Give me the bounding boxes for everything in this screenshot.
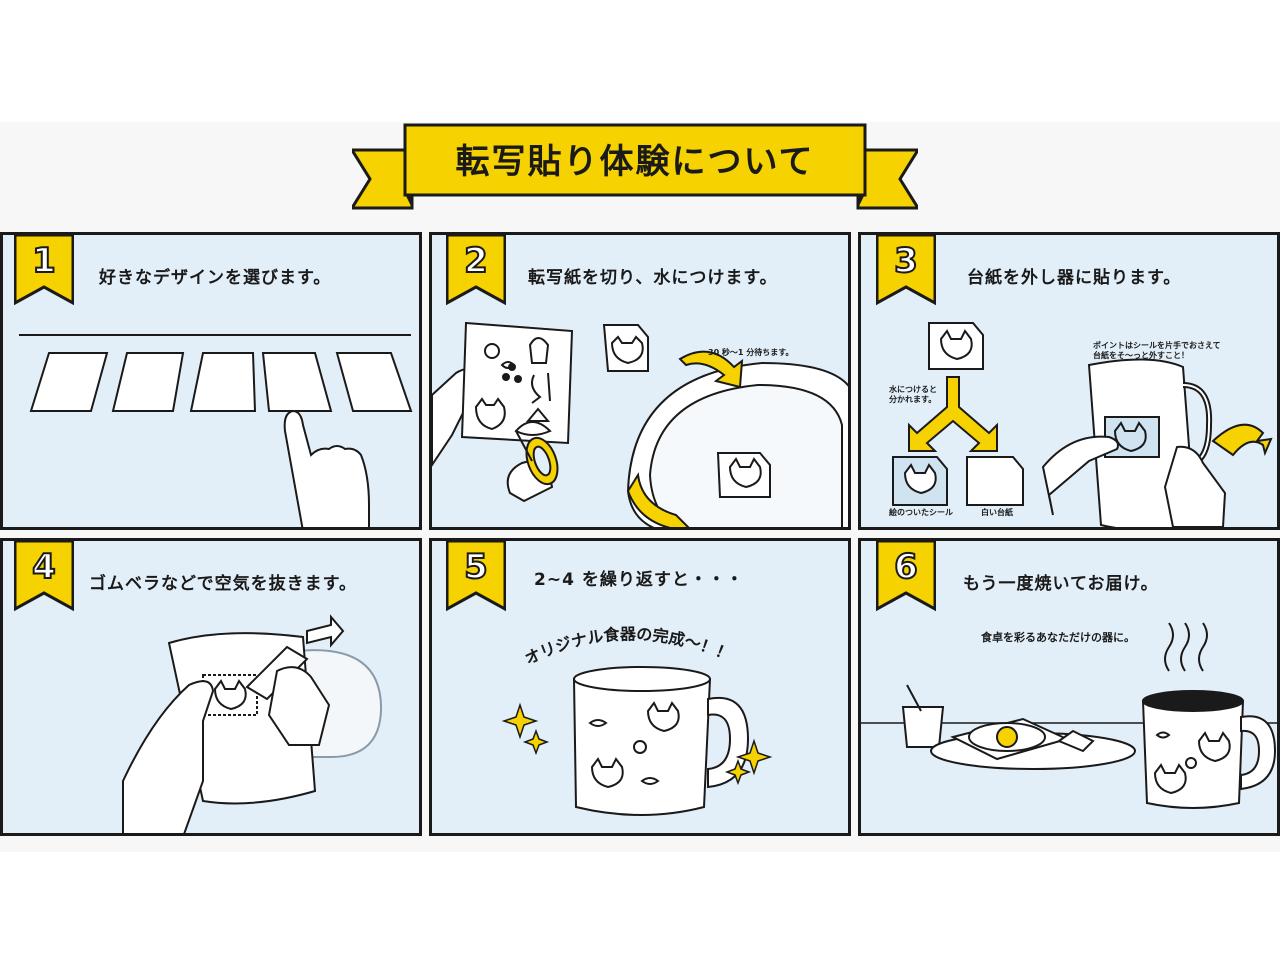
page-title: 転写貼り体験について [455, 142, 815, 182]
step-4-number: 4 [31, 546, 57, 588]
step-4-badge: 4 [14, 541, 74, 613]
split-note: 水につけると 分かれます。 [889, 385, 937, 404]
soak-time-note: 30 秒〜1 分待ちます。 [708, 348, 794, 357]
step-6-number: 6 [893, 546, 919, 588]
step-6-badge: 6 [876, 541, 936, 613]
step-3-panel: 台紙を外し器に貼ります。 水につけると 分かれます。 絵のついたシール 白い台紙… [858, 232, 1280, 530]
step-1-number: 1 [31, 240, 57, 282]
finished-mug-illustration: オリジナル食器の完成〜！！ [501, 624, 773, 816]
step-6-panel: もう一度焼いてお届け。 食卓を彩るあなただけの器に。 [858, 538, 1280, 836]
step-5-badge: 5 [446, 541, 506, 613]
step-6-title: もう一度焼いてお届け。 [963, 574, 1159, 594]
peel-tip-note: ポイントはシールを片手でおさえて 台紙をそ〜っと外すこと！ [1093, 341, 1221, 360]
cut-and-soak-illustration [432, 321, 848, 527]
step-3-title: 台紙を外し器に貼ります。 [967, 268, 1182, 288]
step-2-number: 2 [463, 240, 489, 282]
peel-and-apply-illustration [892, 322, 1273, 527]
completion-exclaim: オリジナル食器の完成〜！！ [522, 624, 735, 668]
design-choice-illustration [19, 334, 413, 527]
step-3-badge: 3 [876, 235, 936, 307]
title-banner [352, 123, 918, 210]
step-1-badge: 1 [14, 235, 74, 307]
step-2-badge: 2 [446, 235, 506, 307]
step-6-subtitle: 食卓を彩るあなただけの器に。 [981, 631, 1135, 644]
step-3-number: 3 [893, 240, 919, 282]
label-sticker: 絵のついたシール [889, 508, 953, 517]
step-4-title: ゴムベラなどで空気を抜きます。 [89, 574, 357, 594]
step-5-title: 2~4 を繰り返すと・・・ [534, 570, 744, 590]
label-paper: 白い台紙 [981, 508, 1013, 517]
step-2-panel: 転写紙を切り、水につけます。 30 秒〜1 分待ちます。 [429, 232, 851, 530]
delivery-table-illustration [861, 622, 1277, 809]
squeegee-illustration [122, 614, 383, 833]
step-1-title: 好きなデザインを選びます。 [99, 268, 332, 288]
step-5-number: 5 [463, 546, 489, 588]
step-2-title: 転写紙を切り、水につけます。 [528, 268, 778, 288]
svg-text:オリジナル食器の完成〜！！: オリジナル食器の完成〜！！ [522, 624, 735, 668]
